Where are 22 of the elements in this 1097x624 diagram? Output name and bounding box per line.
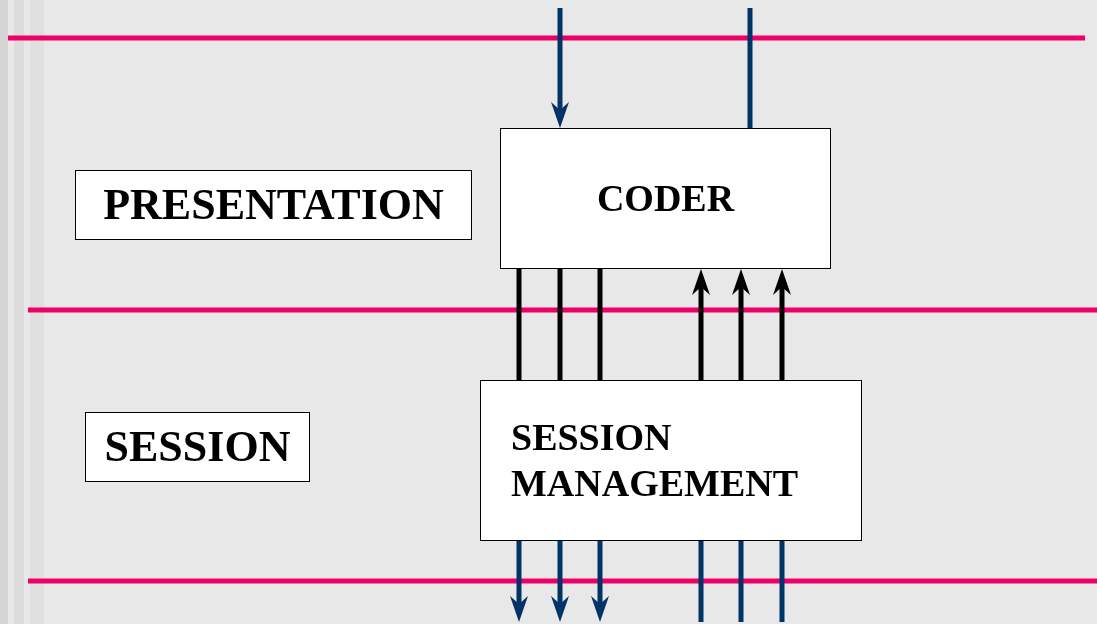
connector-line	[698, 541, 704, 622]
connector-line	[779, 541, 785, 622]
process-box	[500, 128, 831, 269]
arrow	[732, 269, 750, 380]
layer-name: SESSION	[104, 420, 291, 473]
process-name: CODER	[596, 175, 735, 221]
connector-line	[557, 269, 563, 380]
connector-line	[738, 541, 744, 622]
arrow	[773, 269, 791, 380]
arrow	[510, 541, 528, 622]
arrow	[551, 8, 569, 128]
process-name: SESSION MANAGEMENT	[511, 414, 800, 506]
process-box	[480, 380, 862, 541]
connector-line	[747, 8, 753, 128]
layer-name: PRESENTATION	[103, 178, 444, 231]
arrow	[692, 269, 710, 380]
arrow	[591, 541, 609, 622]
arrow	[551, 541, 569, 622]
connector-line	[516, 269, 522, 380]
layer-label-box	[85, 412, 310, 482]
connector-line	[597, 269, 603, 380]
layer-label-box	[75, 170, 472, 240]
